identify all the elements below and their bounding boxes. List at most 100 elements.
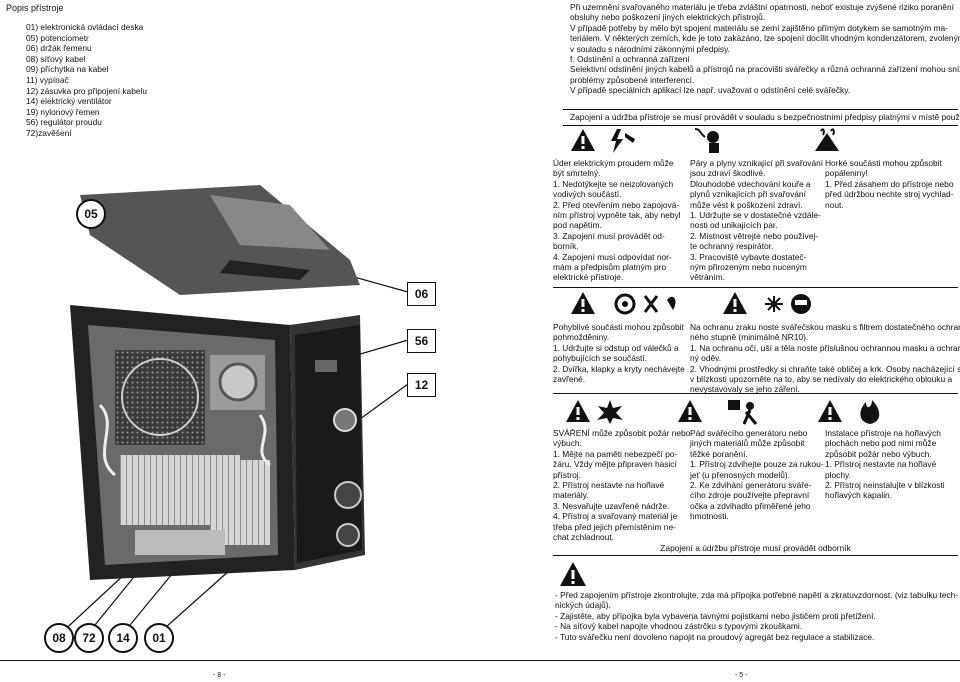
parts-list-item: 72)zavěšení <box>26 127 72 138</box>
falling-load-icon <box>728 400 758 425</box>
parts-list-item: 14) elektrický ventilátor <box>26 96 112 107</box>
fumes-icon <box>694 128 719 153</box>
text-line: 1. Nedotýkejte se neizolovaných <box>553 178 674 189</box>
text-line: SVÁŘENÍ může způsobit požár nebo <box>553 428 691 438</box>
parts-list-item: 56) regulátor proudu <box>26 117 102 128</box>
callout-08: 08 <box>44 623 74 653</box>
text-line: jiných materiálů může způsobit <box>690 438 805 449</box>
text-line: hořlavých kapalin. <box>825 490 893 501</box>
text-line: výbuch. <box>553 438 582 449</box>
text-line: teriálem. V některých zemích, kde je tot… <box>570 33 960 44</box>
text-line: Dlouhodobé vdechování kouře a <box>690 178 811 189</box>
text-line: ného stupně (minimálně NR10). <box>690 332 809 343</box>
text-line: 1. Přístroj zdvihejte pouze za rukou- <box>690 459 824 470</box>
text-line: jsou zdraví škodlivé. <box>690 168 766 179</box>
text-line: popáleniny! <box>825 168 868 179</box>
text-line: 2. Místnost větrejte nebo používej- <box>690 230 819 241</box>
text-line: hmotnosti. <box>690 511 729 522</box>
text-line: - Zajistěte, aby přípojka byla vybavena … <box>555 610 876 621</box>
callout-14: 14 <box>108 623 138 653</box>
hazard-icons-row2 <box>571 292 811 315</box>
text-line: 4. Zapojení musí odpovídat nor- <box>553 251 672 262</box>
explosion-fire-icon <box>597 400 623 424</box>
text-line: pohmožděniny. <box>553 332 610 343</box>
text-line: přístroj. <box>553 469 581 480</box>
text-line: pohybujících se součástí. <box>553 353 648 364</box>
divider-block1 <box>553 287 958 288</box>
text-line: 2. Přístroj neinstalujte v blízkosti <box>825 480 945 491</box>
arc-radiation-icon <box>765 294 811 314</box>
text-line: očka a zdvihadlo přiměřené jeho <box>690 500 811 511</box>
text-line: f. Odstínění a ochranná zařízení <box>570 54 690 65</box>
callout-72: 72 <box>74 623 104 653</box>
text-line: 1. Na ochranu očí, uší a těla noste přís… <box>690 342 960 353</box>
text-line: 2. Přístroj nestavte na hořlavé <box>553 480 665 491</box>
text-line: - Tuto svářečku není dovoleno napojit na… <box>555 631 875 642</box>
text-line: - Na síťový kabel napojte vhodnou zástrč… <box>555 621 803 632</box>
hot-surface-icon <box>815 128 839 151</box>
warning-triangle-icon <box>678 400 702 422</box>
flammable-icon <box>860 400 880 424</box>
parts-list-item: 19) nylonový řemen <box>26 106 100 117</box>
text-line: být smrtelný. <box>553 168 601 179</box>
text-line: mám a předpisům platným pro <box>553 262 667 273</box>
eye-protection-text: Na ochranu zraku noste svářečskou masku … <box>690 322 960 395</box>
divider-header <box>563 125 958 126</box>
text-line: 1. Mějte na paměti nebezpečí po- <box>553 448 678 459</box>
text-line: Pád svářecího generátoru nebo <box>690 428 808 438</box>
text-line: V případě potřeby by mělo být spojení ma… <box>570 22 948 33</box>
text-line: Při uzemnění svařovaného materiálu je tř… <box>570 2 954 12</box>
hazard-icons-row3 <box>566 400 880 425</box>
text-line: před údržbou nechte stroj vychlad- <box>825 189 954 200</box>
callout-12: 12 <box>407 373 436 397</box>
page-number-left: - 8 - <box>213 672 226 679</box>
text-line: nevystavovaly se jeho záření. <box>690 384 800 395</box>
text-line: nout. <box>825 199 844 210</box>
text-line: 3. Nesvařujte uzavřené nádrže. <box>553 500 670 511</box>
text-line: v blízkosti upozorněte na to, aby se ned… <box>690 374 953 385</box>
parts-list-item: 06) držák řemenu <box>26 43 92 54</box>
text-line: materiály. <box>553 490 589 501</box>
divider-block3 <box>553 555 958 556</box>
text-line: plochy. <box>825 469 851 480</box>
text-line: 1. Udržujte si odstup od válečků a <box>553 342 679 353</box>
text-line: způsobit požár nebo výbuch. <box>825 448 932 459</box>
text-line: plochách nebo pod nimi může <box>825 438 937 449</box>
expert-note: Zapojení a údržbu přístroje musí provádě… <box>660 543 851 553</box>
text-line: 1. Udržujte se v dostatečné vzdále- <box>690 210 821 221</box>
warning-triangle-icon <box>723 292 747 314</box>
text-line: te ochranný respirátor. <box>690 241 774 252</box>
connection-instructions: - Před zapojením přístroje zkontrolujte,… <box>555 590 958 642</box>
text-line: ním přístroj vypněte tak, aby nebyl <box>553 210 681 221</box>
text-line: v souladu s národními zákonnými předpisy… <box>570 43 730 54</box>
text-line: elektrické přístroje. <box>553 272 624 283</box>
text-line: Selektivní odstínění jiných kabelů a pří… <box>570 64 960 75</box>
text-line: pod napětím. <box>553 220 602 231</box>
text-line: 2. Před otevřením nebo zapojová- <box>553 199 680 210</box>
text-line: ným přirozeným nebo nuceným <box>690 262 807 273</box>
text-line: 3. Zapojení musí provádět od- <box>553 230 665 241</box>
text-line: Instalace přístroje na hořlavých <box>825 428 941 438</box>
section-title: Popis přístroje <box>6 3 64 13</box>
text-line: obsluhy nebo poškození jiných elektrický… <box>570 12 766 23</box>
hazard-icons-row1 <box>571 128 839 153</box>
warning-triangle-icon <box>571 292 595 314</box>
warning-triangle-icon <box>571 129 595 151</box>
text-line: 2. Dvířka, klapky a kryty nechávejte <box>553 363 685 374</box>
callout-01: 01 <box>144 623 174 653</box>
text-line: 2. Ke zdvihání generátoru sváře- <box>690 480 812 491</box>
footer-rule-left <box>0 660 480 661</box>
text-line: 1. Před zásahem do přístroje nebo <box>825 178 954 189</box>
text-line: - Před zapojením přístroje zkontrolujte,… <box>555 590 959 600</box>
text-line: Pohyblivé součásti mohou způsobit <box>553 322 684 332</box>
text-line: problémy způsobené interferencí. <box>570 74 695 85</box>
text-line: větráním. <box>690 272 725 283</box>
text-line: nosti od unikajících par. <box>690 220 778 231</box>
